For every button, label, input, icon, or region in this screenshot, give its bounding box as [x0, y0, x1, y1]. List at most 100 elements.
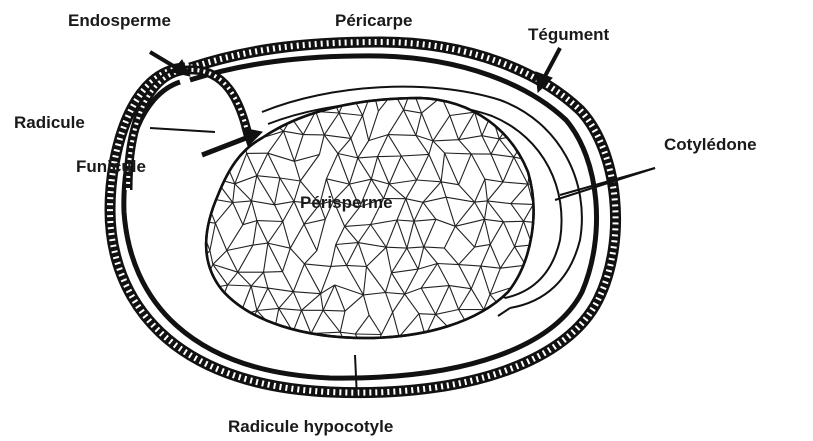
- perisperm-cell-wall: [566, 201, 581, 225]
- perisperm-cell-wall: [532, 245, 548, 270]
- perisperm-cell-wall: [419, 314, 436, 315]
- perisperm-cell-wall: [451, 330, 475, 337]
- perisperm-cell-wall: [238, 356, 257, 358]
- perisperm-cell-wall: [249, 96, 257, 113]
- perisperm-cell-wall: [239, 316, 246, 333]
- perisperm-cell-wall: [512, 316, 525, 333]
- perisperm-cell-wall: [249, 113, 268, 119]
- perisperm-cell-wall: [198, 198, 205, 221]
- perisperm-cell-wall: [558, 160, 571, 183]
- perisperm-cell-wall: [225, 336, 238, 357]
- perisperm-cell-wall: [191, 310, 209, 336]
- perisperm-cell-wall: [548, 160, 558, 185]
- perisperm-cell-wall: [561, 248, 569, 264]
- perisperm-cell-wall: [455, 337, 474, 351]
- perisperm-cell-wall: [207, 89, 214, 112]
- perisperm-cell-wall: [475, 337, 484, 360]
- perisperm-cell-wall: [209, 312, 217, 336]
- perisperm-cell-wall: [526, 265, 548, 269]
- perisperm-cell-wall: [513, 117, 529, 133]
- perisperm-cell-wall: [525, 312, 544, 316]
- perisperm-cell-wall: [217, 312, 239, 316]
- perisperm-cell-wall: [378, 156, 402, 157]
- perisperm-cell-wall: [440, 330, 450, 352]
- perisperm-cell-wall: [257, 96, 268, 119]
- perisperm-cell-wall: [193, 139, 221, 141]
- perisperm-cell-wall: [293, 332, 305, 354]
- perisperm-cell-wall: [451, 330, 456, 351]
- perisperm-cell-wall: [440, 351, 455, 352]
- perisperm-cell-wall: [322, 354, 350, 361]
- perisperm-cell-wall: [542, 133, 571, 139]
- label-cotyledone: Cotylédone: [664, 135, 757, 154]
- perisperm-cell-wall: [197, 179, 215, 182]
- label-radicule-hypocotyle: Radicule hypocotyle: [228, 417, 393, 436]
- perisperm-cell-wall: [548, 270, 553, 288]
- perisperm-cell-wall: [486, 89, 492, 114]
- perisperm-cell-wall: [193, 139, 208, 162]
- perisperm-cell-wall: [399, 337, 416, 355]
- perisperm-cell-wall: [394, 88, 412, 92]
- perisperm-cell-wall: [197, 181, 205, 197]
- perisperm-cell-wall: [264, 272, 283, 273]
- label-radicule: Radicule: [14, 113, 85, 132]
- perisperm-cell-wall: [390, 355, 416, 358]
- perisperm-cell-wall: [533, 204, 556, 206]
- perisperm-cell-wall: [484, 310, 497, 332]
- perisperm-cell-wall: [475, 89, 486, 112]
- perisperm-cell-wall: [207, 112, 225, 116]
- perisperm-cell-wall: [390, 337, 399, 358]
- perisperm-cell-wall: [191, 290, 201, 310]
- perisperm-cell-wall: [246, 330, 275, 334]
- perisperm-cell-wall: [531, 133, 542, 161]
- perisperm-cell-wall: [225, 316, 239, 336]
- perisperm-cell-wall: [368, 358, 390, 360]
- perisperm-cell-wall: [246, 334, 257, 356]
- perisperm-cell-wall: [350, 354, 368, 361]
- perisperm-cell-wall: [542, 111, 555, 132]
- label-pericarpe: Péricarpe: [335, 11, 413, 30]
- perisperm-cell-wall: [553, 288, 568, 310]
- perisperm-cell-wall: [284, 91, 303, 95]
- perisperm-cell-wall: [513, 90, 526, 118]
- perisperm-cell-wall: [548, 183, 571, 185]
- perisperm-cell-wall: [205, 179, 214, 198]
- perisperm-cell-wall: [305, 353, 322, 360]
- perisperm-cell-wall: [311, 334, 322, 361]
- perisperm-cell-wall: [282, 352, 305, 354]
- perisperm-cell-wall: [529, 133, 542, 134]
- perisperm-cell-wall: [455, 351, 483, 360]
- perisperm-cell-wall: [238, 92, 256, 96]
- perisperm-cell-wall: [486, 89, 503, 93]
- perisperm-cell-wall: [416, 336, 425, 355]
- perisperm-cell-wall: [201, 290, 217, 312]
- radicule-leader-line: [150, 128, 215, 132]
- perisperm-cell-wall: [491, 93, 502, 115]
- perisperm-cell-wall: [504, 311, 524, 315]
- label-perisperme: Périsperme: [300, 193, 393, 212]
- perisperm-cell-wall: [529, 134, 531, 161]
- perisperm-cell-wall: [553, 288, 576, 289]
- perisperm-cell-wall: [441, 91, 455, 96]
- perisperm-cell-wall: [549, 206, 556, 224]
- perisperm-cell-wall: [543, 309, 568, 312]
- perisperm-cell-wall: [553, 264, 569, 288]
- perisperm-cell-wall: [257, 330, 275, 356]
- perisperm-cell-wall: [207, 112, 221, 140]
- perisperm-cell-wall: [282, 332, 293, 352]
- perisperm-cell-wall: [208, 162, 215, 179]
- perisperm-cell-wall: [531, 161, 547, 185]
- perisperm-cell-wall: [305, 334, 311, 354]
- perisperm-cell-wall: [275, 330, 282, 352]
- perisperm-cell-wall: [542, 133, 557, 161]
- perisperm-cell-wall: [238, 334, 247, 358]
- perisperm-cell-wall: [558, 138, 572, 160]
- perisperm-cell-wall: [193, 112, 207, 138]
- perisperm-cell-wall: [373, 89, 394, 92]
- perisperm-cell-wall: [503, 221, 523, 222]
- label-funicule: Funicule: [76, 157, 146, 176]
- perisperm-cell-wall: [195, 89, 213, 92]
- perisperm-cell-wall: [225, 334, 246, 337]
